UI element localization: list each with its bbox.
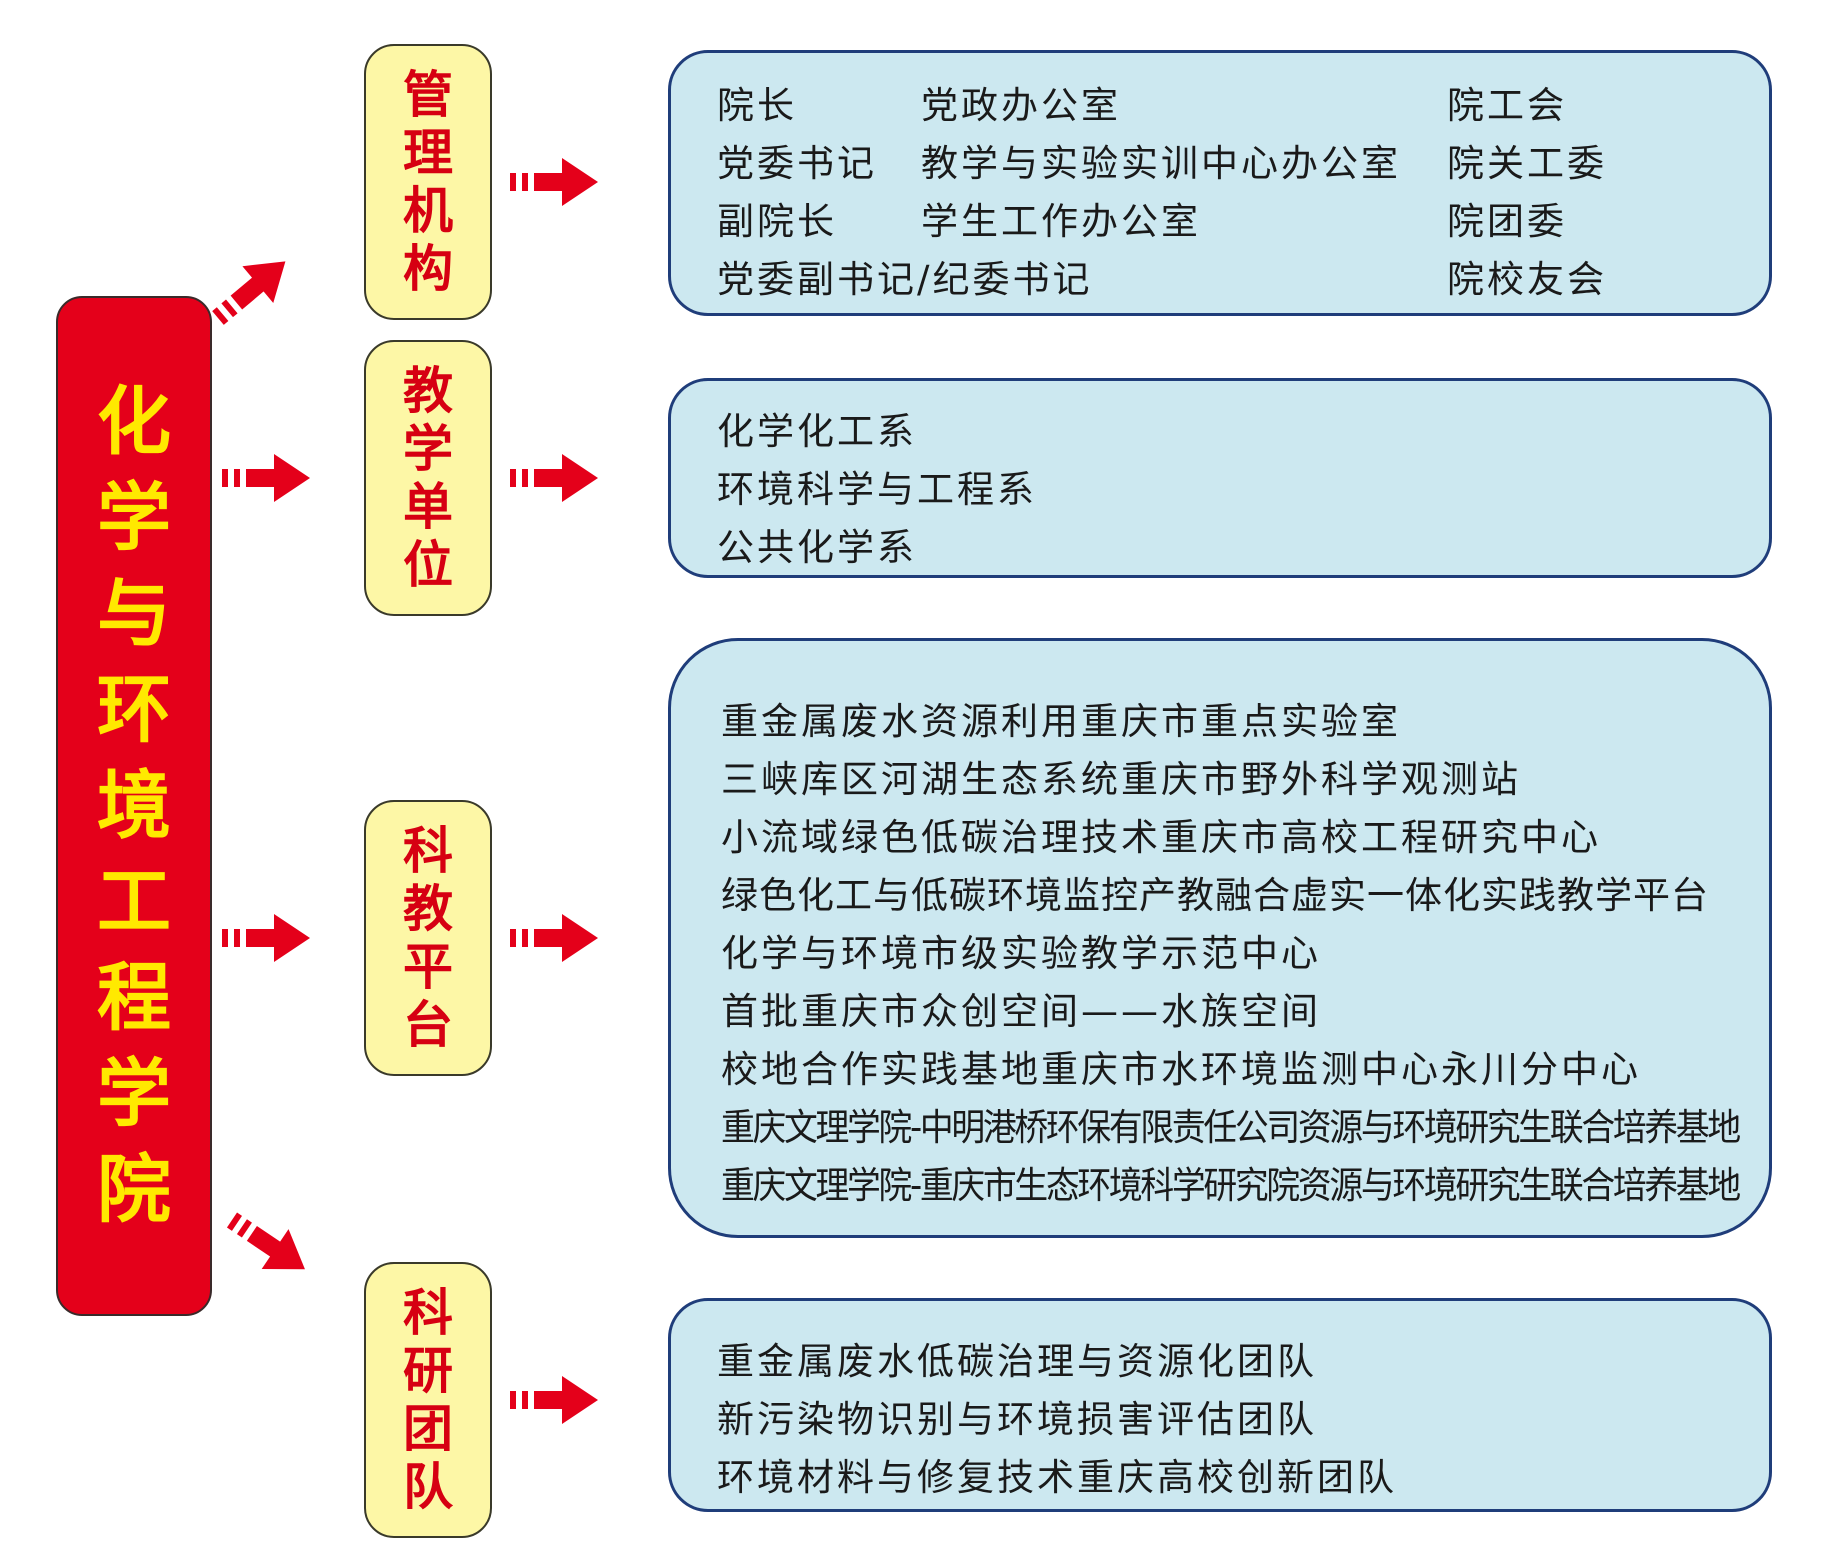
management-col1-item: 副院长 bbox=[717, 200, 837, 243]
category-char: 教 bbox=[403, 362, 453, 420]
management-col2-item: 学生工作办公室 bbox=[921, 200, 1201, 243]
college-root-node: 化 学 与 环 境 工 程 学 院 bbox=[56, 296, 212, 1316]
root-char: 程 bbox=[97, 955, 171, 1041]
platform-item: 校地合作实践基地重庆市水环境监测中心永川分中心 bbox=[721, 1048, 1641, 1091]
platform-item: 重金属废水资源利用重庆市重点实验室 bbox=[721, 700, 1401, 743]
category-char: 构 bbox=[403, 240, 453, 298]
teaching-unit-item: 化学化工系 bbox=[717, 410, 917, 453]
platform-item: 首批重庆市众创空间——水族空间 bbox=[721, 990, 1321, 1033]
teaching-units-detail-box: 化学化工系 环境科学与工程系 公共化学系 bbox=[668, 378, 1772, 578]
category-char: 学 bbox=[403, 420, 453, 478]
root-char: 院 bbox=[97, 1147, 171, 1233]
category-char: 理 bbox=[403, 124, 453, 182]
management-col1-item: 党委书记 bbox=[717, 142, 877, 185]
category-char: 平 bbox=[403, 938, 453, 996]
management-col3-item: 院校友会 bbox=[1447, 258, 1607, 301]
category-char: 教 bbox=[403, 880, 453, 938]
platform-item: 化学与环境市级实验教学示范中心 bbox=[721, 932, 1321, 975]
management-col3-item: 院团委 bbox=[1447, 200, 1567, 243]
management-col2-item: 党政办公室 bbox=[921, 84, 1121, 127]
arrow-root-to-research bbox=[218, 1200, 319, 1290]
management-col2-item: 教学与实验实训中心办公室 bbox=[921, 142, 1401, 185]
platform-item: 三峡库区河湖生态系统重庆市野外科学观测站 bbox=[721, 758, 1521, 801]
category-management: 管 理 机 构 bbox=[364, 44, 492, 320]
root-char: 境 bbox=[97, 763, 171, 849]
management-col3-item: 院工会 bbox=[1447, 84, 1567, 127]
arrow-root-to-teaching bbox=[222, 454, 310, 502]
arrow-platforms-to-detail bbox=[510, 914, 598, 962]
arrow-root-to-platforms bbox=[222, 914, 310, 962]
category-char: 管 bbox=[403, 66, 453, 124]
arrow-research-to-detail bbox=[510, 1376, 598, 1424]
research-team-item: 重金属废水低碳治理与资源化团队 bbox=[717, 1340, 1317, 1383]
management-col1-item: 党委副书记/纪委书记 bbox=[717, 258, 1093, 301]
category-char: 科 bbox=[403, 822, 453, 880]
root-char: 环 bbox=[97, 667, 171, 753]
category-research: 科 研 团 队 bbox=[364, 1262, 492, 1538]
category-char: 位 bbox=[403, 536, 453, 594]
research-team-item: 环境材料与修复技术重庆高校创新团队 bbox=[717, 1456, 1397, 1499]
management-col1-item: 院长 bbox=[717, 84, 797, 127]
platforms-detail-box: 重金属废水资源利用重庆市重点实验室 三峡库区河湖生态系统重庆市野外科学观测站 小… bbox=[668, 638, 1772, 1238]
root-char: 化 bbox=[97, 379, 171, 465]
research-team-item: 新污染物识别与环境损害评估团队 bbox=[717, 1398, 1317, 1441]
root-char: 学 bbox=[97, 1051, 171, 1137]
platform-item: 绿色化工与低碳环境监控产教融合虚实一体化实践教学平台 bbox=[721, 874, 1709, 917]
platform-item: 重庆文理学院-重庆市生态环境科学研究院资源与环境研究生联合培养基地 bbox=[721, 1164, 1741, 1207]
category-char: 研 bbox=[403, 1342, 453, 1400]
platform-item: 重庆文理学院-中明港桥环保有限责任公司资源与环境研究生联合培养基地 bbox=[721, 1106, 1741, 1149]
category-char: 机 bbox=[403, 182, 453, 240]
arrow-management-to-detail bbox=[510, 158, 598, 206]
category-char: 队 bbox=[403, 1458, 453, 1516]
root-char: 学 bbox=[97, 475, 171, 561]
root-char: 与 bbox=[97, 571, 171, 657]
research-teams-detail-box: 重金属废水低碳治理与资源化团队 新污染物识别与环境损害评估团队 环境材料与修复技… bbox=[668, 1298, 1772, 1512]
teaching-unit-item: 公共化学系 bbox=[717, 526, 917, 569]
category-char: 台 bbox=[403, 996, 453, 1054]
category-char: 科 bbox=[403, 1284, 453, 1342]
management-detail-box: 院长 党委书记 副院长 党委副书记/纪委书记 党政办公室 教学与实验实训中心办公… bbox=[668, 50, 1772, 316]
management-col3-item: 院关工委 bbox=[1447, 142, 1607, 185]
category-char: 单 bbox=[403, 478, 453, 536]
category-teaching: 教 学 单 位 bbox=[364, 340, 492, 616]
platform-item: 小流域绿色低碳治理技术重庆市高校工程研究中心 bbox=[721, 816, 1601, 859]
root-char: 工 bbox=[97, 859, 171, 945]
arrow-teaching-to-detail bbox=[510, 454, 598, 502]
arrow-root-to-management bbox=[202, 243, 301, 337]
category-platforms: 科 教 平 台 bbox=[364, 800, 492, 1076]
teaching-unit-item: 环境科学与工程系 bbox=[717, 468, 1037, 511]
category-char: 团 bbox=[403, 1400, 453, 1458]
